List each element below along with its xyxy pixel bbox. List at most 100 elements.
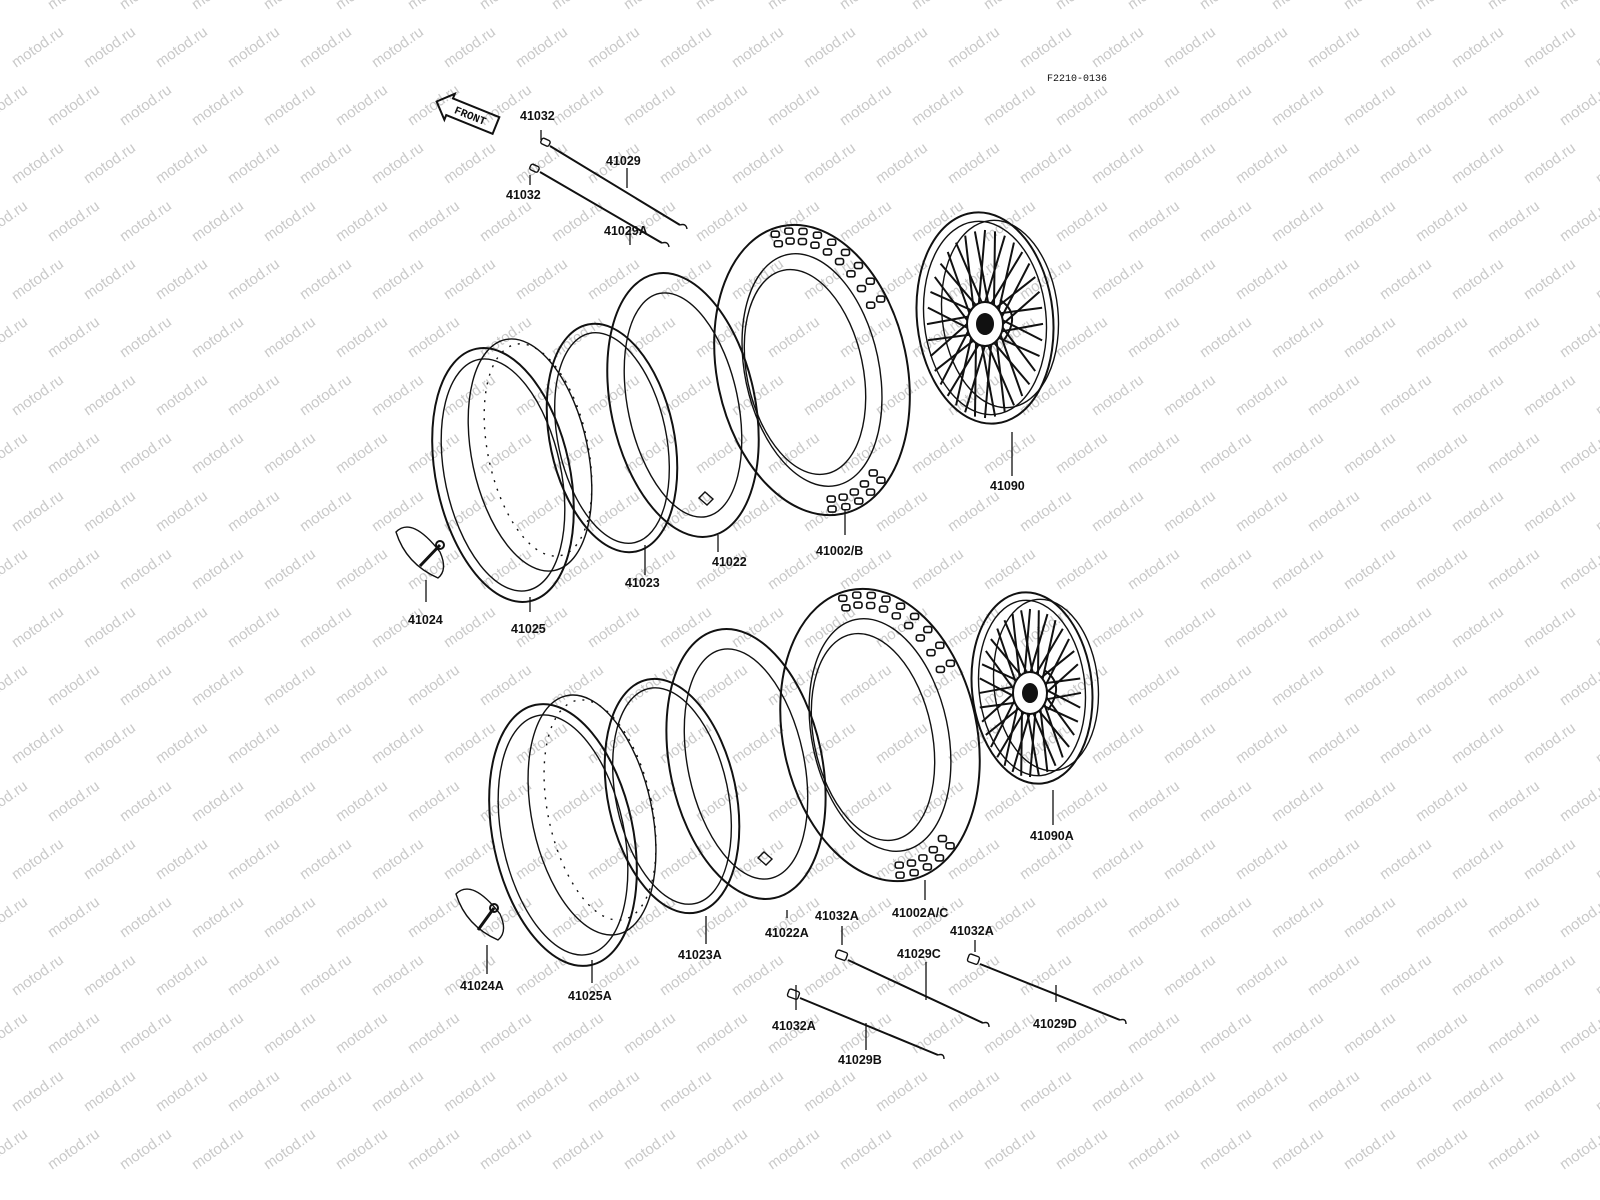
watermark-text: motod.ru — [405, 1125, 463, 1173]
wheel-spokes — [926, 229, 1044, 419]
watermark-text: motod.ru — [369, 255, 427, 303]
watermark-text: motod.ru — [0, 313, 31, 361]
label-41023: 41023 — [625, 576, 660, 590]
watermark-text: motod.ru — [1413, 545, 1471, 593]
watermark-text: motod.ru — [9, 835, 67, 883]
watermark-text: motod.ru — [45, 429, 103, 477]
watermark-text: motod.ru — [1485, 81, 1543, 129]
watermark-text: motod.ru — [117, 81, 175, 129]
watermark-text: motod.ru — [1305, 603, 1363, 651]
watermark-text: motod.ru — [513, 719, 571, 767]
watermark-text: motod.ru — [45, 893, 103, 941]
watermark-text: motod.ru — [1053, 893, 1111, 941]
spoke-line — [979, 677, 1015, 698]
spoke-line — [955, 337, 973, 406]
tread-knob — [894, 861, 905, 869]
watermark-text: motod.ru — [189, 0, 247, 13]
watermark-text: motod.ru — [477, 1009, 535, 1057]
watermark-text: motod.ru — [1089, 23, 1147, 71]
watermark-text: motod.ru — [81, 255, 139, 303]
tread-knob — [895, 871, 905, 879]
watermark-text: motod.ru — [909, 545, 967, 593]
watermark-text: motod.ru — [873, 719, 931, 767]
watermark-text: motod.ru — [729, 719, 787, 767]
watermark-text: motod.ru — [693, 1009, 751, 1057]
watermark-text: motod.ru — [1305, 255, 1363, 303]
watermark-text: motod.ru — [621, 0, 679, 13]
watermark-text: motod.ru — [477, 661, 535, 709]
watermark-text: motod.ru — [981, 0, 1039, 13]
spoke-line — [934, 339, 975, 372]
tread-knob — [853, 601, 863, 609]
label-41029D: 41029D — [1033, 1017, 1077, 1031]
watermark-text: motod.ru — [693, 893, 751, 941]
spoke-line — [973, 231, 990, 303]
watermark-text: motod.ru — [45, 81, 103, 129]
watermark-text: motod.ru — [1305, 487, 1363, 535]
watermark-text: motod.ru — [225, 951, 283, 999]
watermark-text: motod.ru — [1413, 1009, 1471, 1057]
tire-tread-knobs — [770, 227, 886, 513]
tread-knob — [923, 625, 933, 634]
watermark-text: motod.ru — [945, 951, 1003, 999]
tread-knob — [785, 237, 795, 245]
watermark-text: motod.ru — [1593, 139, 1600, 187]
watermark-text: motod.ru — [0, 661, 31, 709]
watermark-text: motod.ru — [153, 835, 211, 883]
watermark-text: motod.ru — [1161, 603, 1219, 651]
tread-knob — [846, 270, 856, 278]
watermark-text: motod.ru — [441, 719, 499, 767]
watermark-text: motod.ru — [1161, 1067, 1219, 1115]
watermark-text: motod.ru — [1377, 1067, 1435, 1115]
watermark-text: motod.ru — [621, 81, 679, 129]
tread-knob — [841, 502, 851, 511]
tread-knob — [773, 239, 784, 248]
tread-knob — [891, 612, 902, 620]
watermark-text: motod.ru — [657, 719, 715, 767]
watermark-text: motod.ru — [261, 661, 319, 709]
spoke-line — [939, 262, 977, 306]
label-41032A-1: 41032A — [815, 909, 859, 923]
watermark-text: motod.ru — [1305, 371, 1363, 419]
watermark-text: motod.ru — [1521, 835, 1579, 883]
watermark-text: motod.ru — [9, 139, 67, 187]
watermark-text: motod.ru — [1521, 255, 1579, 303]
tread-knob — [865, 601, 876, 610]
watermark-text: motod.ru — [1197, 81, 1255, 129]
watermark-text: motod.ru — [405, 661, 463, 709]
watermark-text: motod.ru — [1089, 1067, 1147, 1115]
watermark-text: motod.ru — [693, 661, 751, 709]
watermark-text: motod.ru — [261, 1125, 319, 1173]
watermark-text: motod.ru — [1449, 951, 1507, 999]
watermark-text: motod.ru — [1413, 429, 1471, 477]
watermark-text: motod.ru — [117, 1125, 175, 1173]
watermark-text: motod.ru — [1305, 835, 1363, 883]
watermark-text: motod.ru — [9, 371, 67, 419]
watermark-text: motod.ru — [1125, 893, 1183, 941]
watermark-text: motod.ru — [621, 197, 679, 245]
tread-knob — [865, 488, 876, 496]
watermark-text: motod.ru — [1449, 603, 1507, 651]
watermark-text: motod.ru — [1521, 719, 1579, 767]
watermark-text: motod.ru — [801, 371, 859, 419]
watermark-text: motod.ru — [1413, 1125, 1471, 1173]
watermark-text: motod.ru — [945, 487, 1003, 535]
watermark-text: motod.ru — [1125, 777, 1183, 825]
watermark-text: motod.ru — [693, 1125, 751, 1173]
watermark-text: motod.ru — [729, 951, 787, 999]
watermark-text: motod.ru — [657, 1067, 715, 1115]
watermark-text: motod.ru — [909, 197, 967, 245]
spoke-line — [993, 231, 997, 306]
spoke-line — [939, 330, 969, 385]
watermark-text: motod.ru — [297, 487, 355, 535]
watermark-text: motod.ru — [1305, 719, 1363, 767]
watermark-text: motod.ru — [1125, 429, 1183, 477]
watermark-text: motod.ru — [405, 893, 463, 941]
watermark-text: motod.ru — [909, 777, 967, 825]
watermark-text: motod.ru — [1197, 197, 1255, 245]
watermark-text: motod.ru — [117, 893, 175, 941]
watermark-text: motod.ru — [765, 81, 823, 129]
watermark-text: motod.ru — [1053, 197, 1111, 245]
watermark-text: motod.ru — [81, 603, 139, 651]
